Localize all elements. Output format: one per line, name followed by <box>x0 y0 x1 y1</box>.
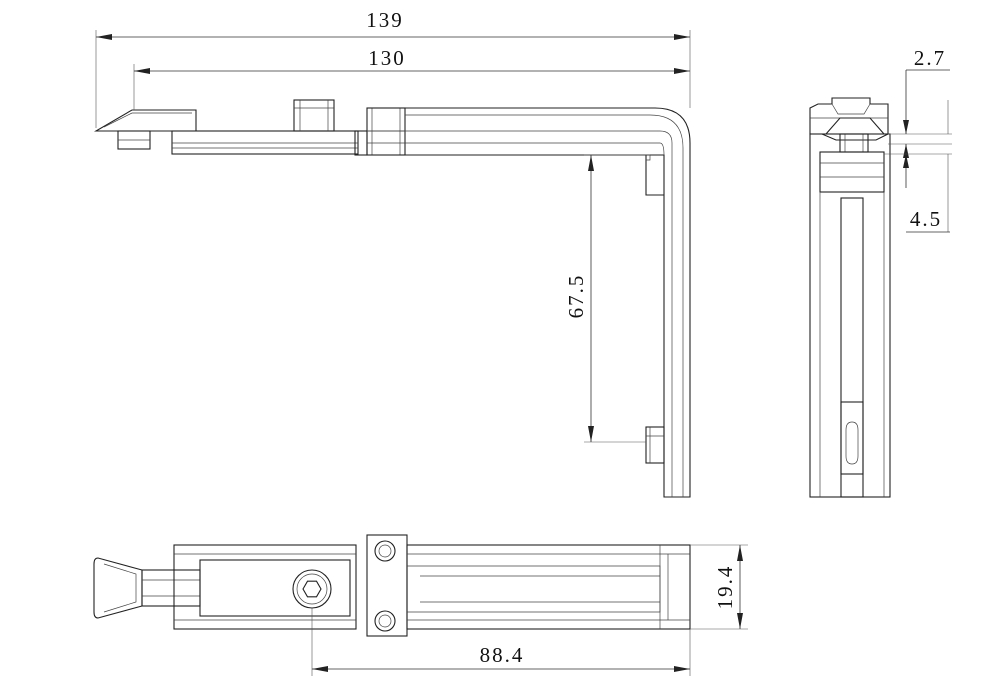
dimension-arm-length-label: 130 <box>368 46 406 70</box>
side-elevation-view <box>93 99 691 498</box>
dimension-overall-length-label: 139 <box>366 8 404 32</box>
end-view <box>809 97 891 498</box>
dimension-base-length: 88.4 <box>311 608 691 676</box>
plan-view <box>93 534 691 637</box>
dimension-plate-thickness-label: 4.5 <box>910 207 942 231</box>
dimension-overall-length: 139 <box>95 8 691 128</box>
dimension-width-label: 19.4 <box>713 565 737 610</box>
dimension-base-length-label: 88.4 <box>480 643 525 667</box>
dimension-top-offset: 2.7 <box>888 46 952 162</box>
dimension-width: 19.4 <box>690 544 748 630</box>
dimension-drop-height-label: 67.5 <box>564 274 588 319</box>
dimension-plate-thickness: 4.5 <box>884 153 952 233</box>
dimension-arm-length: 130 <box>133 46 690 110</box>
dimension-top-offset-label: 2.7 <box>914 46 946 70</box>
dimension-drop-height: 67.5 <box>564 154 650 443</box>
